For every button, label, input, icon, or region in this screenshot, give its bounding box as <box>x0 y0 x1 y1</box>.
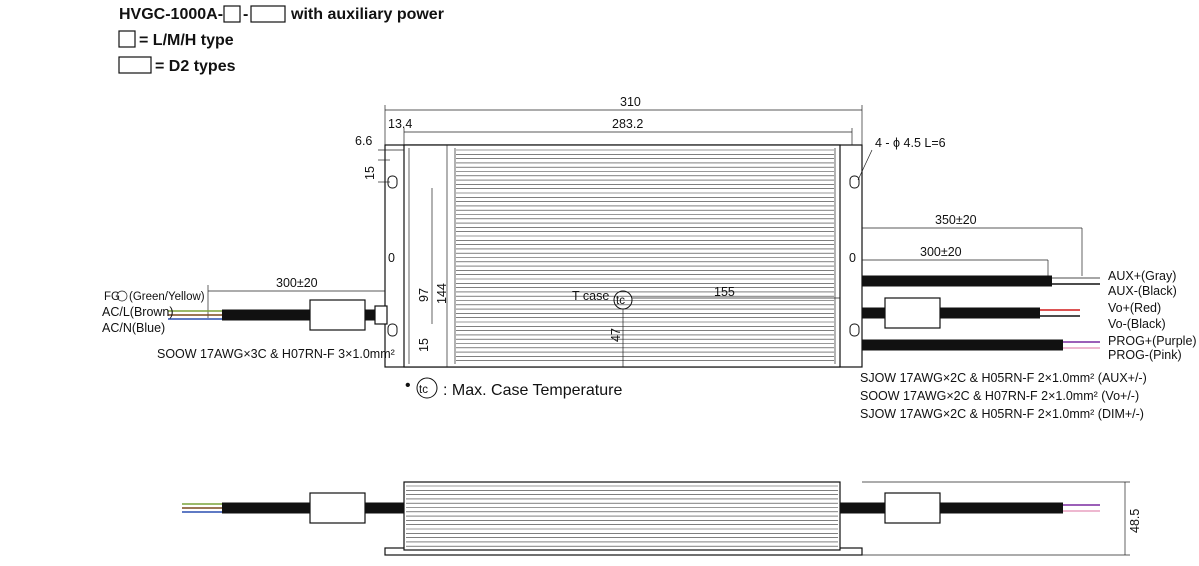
side-fins <box>406 485 838 547</box>
top-dimensions: 310 283.2 13.4 6.6 15 4 - ϕ 4.5 L=6 <box>355 95 946 183</box>
tc-offset-y: 47 <box>609 328 623 342</box>
legend-wide-text: = D2 types <box>155 58 236 75</box>
input-gland <box>309 299 366 331</box>
legend-box-wide <box>118 56 152 74</box>
width-outer: 144 <box>435 283 449 304</box>
out-spec-3: SJOW 17AWG×2C & H05RN-F 2×1.0mm² (DIM+/-… <box>860 407 1144 421</box>
tc-legend-text: : Max. Case Temperature <box>443 382 622 399</box>
ground-icon <box>116 290 128 302</box>
mount-slot-top-right <box>849 175 860 189</box>
aux-plus-label: AUX+(Gray) <box>1108 269 1176 283</box>
mount-hole-leader <box>857 149 873 181</box>
left-offset: 13.4 <box>388 117 412 131</box>
output-gland <box>884 297 941 329</box>
aux-minus-label: AUX-(Black) <box>1108 284 1177 298</box>
side-input-gland <box>309 492 366 524</box>
input-spec: SOOW 17AWG×3C & H07RN-F 3×1.0mm² <box>157 347 395 361</box>
tc-legend-symbol <box>416 377 438 399</box>
overall-length: 310 <box>620 95 641 109</box>
output-cables: 350±20 300±20 AUX+(Gray) AUX-(Black) Vo+… <box>860 213 1197 421</box>
tcase-label: T case <box>572 289 609 303</box>
hole-spacing: 15 <box>363 166 377 180</box>
out-spec-1: SJOW 17AWG×2C & H05RN-F 2×1.0mm² (AUX+/-… <box>860 371 1147 385</box>
acn-label: AC/N(Blue) <box>102 321 165 335</box>
fg-prefix: FG <box>104 291 120 303</box>
vo-plus-label: Vo+(Red) <box>1108 301 1161 315</box>
bottom-offset: 15 <box>417 338 431 352</box>
prog-minus-label: PROG-(Pink) <box>1108 348 1182 362</box>
out-cable-length: 300±20 <box>920 245 962 259</box>
tc-legend-symbol-text: tc <box>419 384 428 396</box>
type-box-wide <box>250 5 286 23</box>
model-suffix: with auxiliary power <box>290 6 444 23</box>
height-dim: 48.5 <box>1128 509 1142 533</box>
top-view: 0 0 T case tc 155 47 97 144 15 <box>384 144 863 368</box>
header: HVGC-1000A- - with auxiliary power = L/M… <box>118 5 444 75</box>
tc-legend-bullet: • <box>405 377 411 394</box>
legend-box-small <box>118 30 136 48</box>
input-cable-length: 300±20 <box>276 276 318 290</box>
heatsink-fins <box>456 149 834 362</box>
body-length: 283.2 <box>612 117 643 131</box>
vo-minus-label: Vo-(Black) <box>1108 317 1166 331</box>
tc-symbol-text: tc <box>616 295 625 307</box>
flange-offset: 6.6 <box>355 134 372 148</box>
model-prefix: HVGC-1000A- <box>119 6 223 23</box>
tc-legend: • tc : Max. Case Temperature <box>405 377 622 399</box>
side-view: 48.5 <box>182 481 1142 556</box>
case-body <box>403 144 841 368</box>
tc-offset-x: 155 <box>714 285 735 299</box>
out-spec-2: SOOW 17AWG×2C & H07RN-F 2×1.0mm² (Vo+/-) <box>860 389 1139 403</box>
side-output-gland <box>884 492 941 524</box>
model-separator: - <box>243 6 248 23</box>
legend-small-text: = L/M/H type <box>139 32 234 49</box>
mount-holes-spec: 4 - ϕ 4.5 L=6 <box>875 136 946 150</box>
type-box-small <box>223 5 241 23</box>
width-inner: 97 <box>417 288 431 302</box>
fg-label: (Green/Yellow) <box>129 291 205 303</box>
acl-label: AC/L(Brown) <box>102 305 174 319</box>
zero-mark-left: 0 <box>388 251 395 265</box>
aux-cable-length: 350±20 <box>935 213 977 227</box>
mount-slot-bottom-right <box>849 323 860 337</box>
prog-plus-label: PROG+(Purple) <box>1108 334 1197 348</box>
input-grommet <box>374 305 388 325</box>
mount-slot-bottom-left <box>387 323 398 337</box>
input-cable: 300±20 FG (Green/Yellow) AC/L(Brown) AC/… <box>102 276 395 361</box>
zero-mark-right: 0 <box>849 251 856 265</box>
